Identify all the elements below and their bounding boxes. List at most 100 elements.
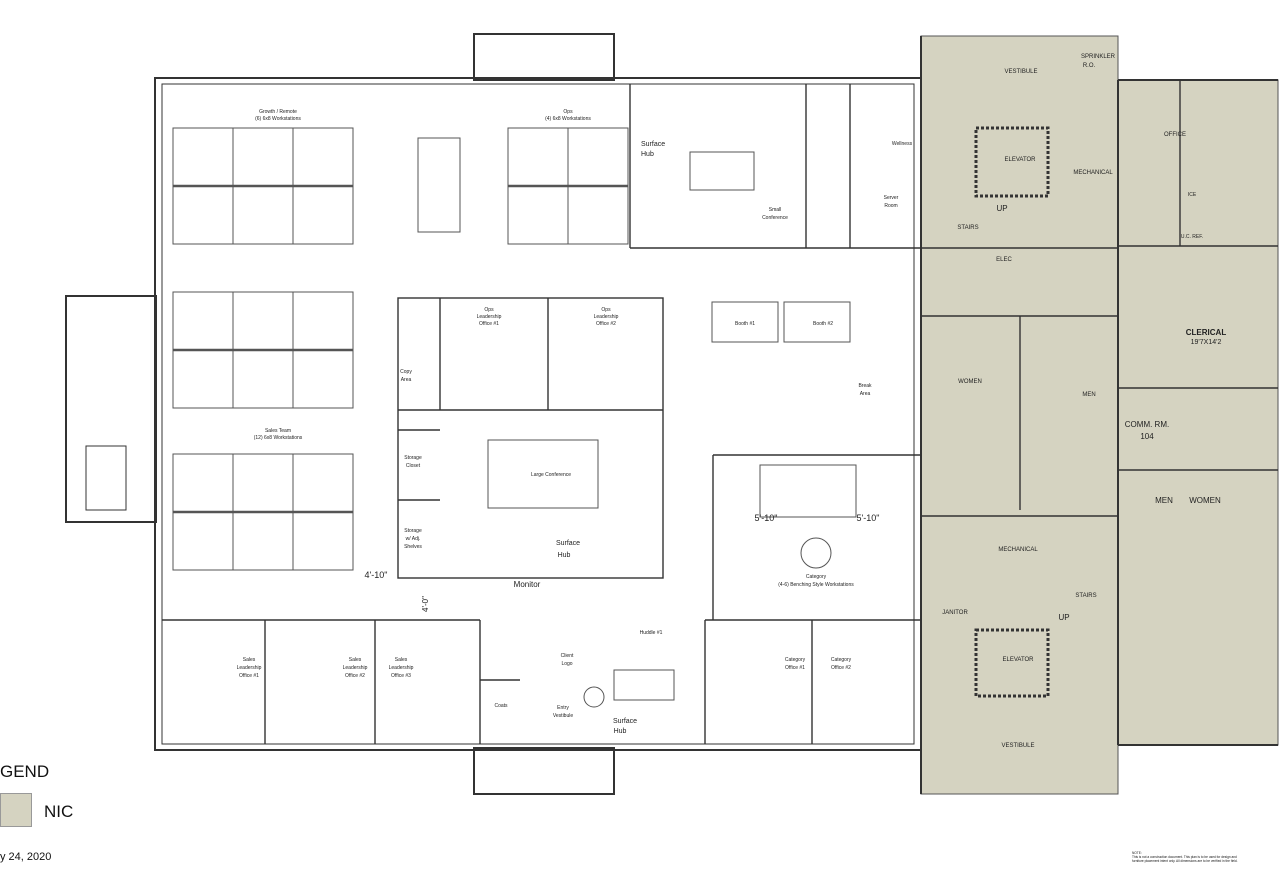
label-sales-l1c: Office #1 <box>239 673 259 679</box>
label-sales-l2c: Office #2 <box>345 673 365 679</box>
label-wellness: Wellness <box>892 141 913 147</box>
label-server: Server <box>884 195 899 201</box>
label-client-1: Client <box>561 653 574 659</box>
label-ops-l2c: Office #2 <box>596 321 616 327</box>
label-vestibule-2: VESTIBULE <box>1001 743 1034 749</box>
label-copy2: Area <box>401 377 412 383</box>
label-janitor: JANITOR <box>942 610 968 616</box>
label-sprinkler: SPRINKLER <box>1081 54 1116 60</box>
label-sales-l2a: Sales <box>349 657 362 663</box>
label-sales-l3b: Leadership <box>389 665 414 671</box>
label-elec: ELEC <box>996 257 1012 263</box>
label-vestibule: VESTIBULE <box>1004 69 1037 75</box>
legend-title: GEND <box>0 762 50 781</box>
label-cat-o1b: Office #1 <box>785 665 805 671</box>
partitions <box>162 80 1278 744</box>
note-line-2: furniture placement intent only. All dim… <box>1132 859 1238 863</box>
nic-east-rooms <box>1117 79 1279 746</box>
label-mechanical-2: MECHANICAL <box>998 547 1038 553</box>
label-entry-2: Vestibule <box>553 713 574 719</box>
label-up-2: UP <box>1058 613 1069 622</box>
label-sales-team: Sales Team <box>265 428 291 434</box>
label-huddle: Huddle #1 <box>640 630 663 636</box>
label-entry-1: Entry <box>557 705 569 711</box>
label-men-core: MEN <box>1082 392 1095 398</box>
label-hub-1: Hub <box>641 151 654 158</box>
label-sales-l3a: Sales <box>395 657 408 663</box>
label-sales-l1a: Sales <box>243 657 256 663</box>
label-client-2: Logo <box>561 661 572 667</box>
nic-core-south <box>920 515 1119 795</box>
label-growth-sub: (6) 6x8 Workstations <box>255 116 301 122</box>
label-copy1: Copy <box>400 369 412 375</box>
west-stair <box>85 445 127 511</box>
workstations <box>172 127 857 708</box>
label-ops-l1b: Leadership <box>477 314 502 320</box>
south-entry-bump <box>473 747 615 795</box>
label-booth1: Booth #1 <box>735 321 755 327</box>
note-heading: NOTE: <box>1132 851 1142 855</box>
label-break2: Area <box>860 391 871 397</box>
label-dim-4-10: 4'-10" <box>365 570 388 580</box>
label-ops-l1a: Ops <box>484 307 494 313</box>
label-office: OFFICE <box>1164 132 1186 138</box>
label-storage-shelves-3: Shelves <box>404 544 422 550</box>
note-line-1: This is not a construction document. Thi… <box>1132 855 1237 859</box>
label-mechanical: MECHANICAL <box>1073 170 1113 176</box>
plan-note: NOTE: This is not a construction documen… <box>1132 851 1278 863</box>
legend-nic-swatch <box>0 793 32 827</box>
label-comm-no: 104 <box>1140 432 1154 441</box>
label-large-conference: Large Conference <box>531 472 571 478</box>
label-women-east: WOMEN <box>1189 496 1221 505</box>
label-storage-closet-1: Storage <box>404 455 422 461</box>
building-walls <box>65 33 1278 795</box>
label-category: Category <box>806 574 827 580</box>
label-dim-4-0: 4'-0" <box>421 596 430 612</box>
label-stairs-2: STAIRS <box>1075 593 1096 599</box>
label-up: UP <box>996 204 1007 213</box>
label-men-east: MEN <box>1155 496 1173 505</box>
label-uc-ref: U.C. REF. <box>1181 234 1203 240</box>
label-sales-team-sub: (12) 6x8 Workstations <box>254 435 303 441</box>
label-hub-3: Hub <box>614 728 627 735</box>
label-women-core: WOMEN <box>958 379 982 385</box>
label-storage-shelves-2: w/ Adj. <box>406 536 421 542</box>
label-growth: Growth / Remote <box>259 109 297 115</box>
label-ops-sub: (4) 6x8 Workstations <box>545 116 591 122</box>
inner-wall <box>161 83 915 745</box>
label-dim-5-10-a: 5'-10" <box>755 513 778 523</box>
label-sales-l1b: Leadership <box>237 665 262 671</box>
label-surface-3: Surface <box>613 718 637 725</box>
label-storage-closet-2: Closet <box>406 463 421 469</box>
label-clerical: CLERICAL <box>1186 328 1227 337</box>
label-booth2: Booth #2 <box>813 321 833 327</box>
label-cat-o1a: Category <box>785 657 806 663</box>
label-sales-l3c: Office #3 <box>391 673 411 679</box>
label-clerical-dim: 19'7X14'2 <box>1191 339 1222 346</box>
label-ops: Ops <box>563 109 573 115</box>
label-coats: Coats <box>494 703 508 709</box>
room-labels: Growth / Remote (6) 6x8 Workstations Ops… <box>237 54 1227 749</box>
label-ro: R.O. <box>1083 63 1096 69</box>
label-ops-l1c: Office #1 <box>479 321 499 327</box>
label-ops-l2b: Leadership <box>594 314 619 320</box>
label-hub-2: Hub <box>558 552 571 559</box>
label-sales-l2b: Leadership <box>343 665 368 671</box>
label-cat-o2b: Office #2 <box>831 665 851 671</box>
label-small: Small <box>769 207 782 213</box>
label-break1: Break <box>858 383 872 389</box>
label-dim-5-10-b: 5'-10" <box>857 513 880 523</box>
label-comm-rm: COMM. RM. <box>1125 420 1169 429</box>
label-monitor: Monitor <box>514 580 541 589</box>
label-room: Room <box>884 203 897 209</box>
label-conference: Conference <box>762 215 788 221</box>
label-category-sub: (4-6) Benching Style Workstations <box>778 582 854 588</box>
label-storage-shelves-1: Storage <box>404 528 422 534</box>
legend-nic-label: NIC <box>44 802 74 821</box>
label-ice: ICE <box>1188 192 1197 198</box>
label-stairs: STAIRS <box>957 225 978 231</box>
plan-date: y 24, 2020 <box>0 851 52 863</box>
north-entry-bump <box>473 33 615 81</box>
